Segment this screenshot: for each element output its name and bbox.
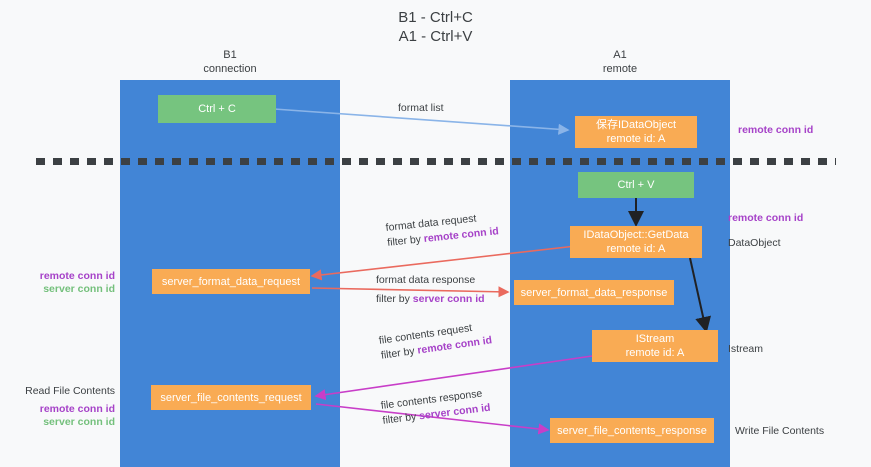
edge-fmt-req-prefix: filter by	[386, 233, 425, 249]
title-line-2: A1 - Ctrl+V	[398, 28, 473, 45]
node-server-format-data-request[interactable]: server_format_data_request	[152, 269, 310, 294]
diagram-title: B1 - Ctrl+C A1 - Ctrl+V	[0, 8, 871, 46]
node-istream-line2: remote id: A	[625, 347, 685, 359]
node-save-idataobject[interactable]: 保存IDataObject remote id: A	[575, 116, 697, 148]
column-b1-name: B1	[223, 49, 237, 61]
node-fmt-res-label: server_format_data_response	[520, 286, 668, 299]
edge-fmt-res-key: server conn id	[412, 293, 485, 305]
column-header-b1: B1 connection	[120, 48, 340, 76]
node-istream[interactable]: IStream remote id: A	[592, 330, 718, 362]
edge-label-file-contents-request: file contents request filter by remote c…	[378, 318, 493, 363]
edge-label-format-list: format list	[398, 102, 444, 114]
node-ctrl-c-label: Ctrl + C	[198, 103, 236, 115]
node-save-idataobject-line2: remote id: A	[606, 133, 666, 145]
node-ctrl-v-label: Ctrl + V	[617, 179, 655, 191]
node-idataobject-getdata[interactable]: IDataObject::GetData remote id: A	[570, 226, 702, 258]
node-server-file-contents-request[interactable]: server_file_contents_request	[151, 385, 311, 410]
column-a1-name: A1	[613, 49, 627, 61]
node-save-idataobject-line1: 保存IDataObject	[595, 119, 677, 131]
node-getdata-line2: remote id: A	[606, 243, 666, 255]
edge-fmt-res-prefix: filter by	[376, 293, 413, 305]
column-b1-sub: connection	[203, 63, 257, 75]
annotation-remote-conn-id-top: remote conn id	[738, 124, 814, 136]
title-line-1: B1 - Ctrl+C	[398, 9, 473, 26]
annotation-left-server-conn-id: server conn id	[43, 283, 115, 295]
column-header-a1: A1 remote	[510, 48, 730, 76]
edge-label-format-data-request: format data request filter by remote con…	[385, 209, 500, 251]
edge-fmt-res-line2: filter by server conn id	[376, 292, 485, 307]
node-file-req-label: server_file_contents_request	[160, 391, 302, 404]
edge-label-file-contents-response: file contents response filter by server …	[380, 386, 491, 429]
annotation-left-remote-conn-id-2: remote conn id	[39, 403, 115, 415]
node-server-file-contents-response[interactable]: server_file_contents_response	[550, 418, 714, 443]
annotation-write-file-contents: Write File Contents	[735, 425, 825, 437]
annotation-dataobject: DataObject	[728, 237, 781, 249]
phase-divider	[36, 158, 836, 165]
node-fmt-req-label: server_format_data_request	[161, 275, 301, 288]
edge-file-req-prefix: filter by	[380, 344, 419, 362]
node-file-res-label: server_file_contents_response	[557, 424, 707, 437]
edge-fmt-res-line1: format data response	[376, 274, 476, 286]
node-istream-line1: IStream	[635, 333, 675, 345]
edge-file-res-prefix: filter by	[381, 410, 420, 427]
annotation-left-server-conn-id-2: server conn id	[43, 416, 115, 428]
node-ctrl-v[interactable]: Ctrl + V	[578, 172, 694, 198]
edge-label-format-data-response: format data response filter by server co…	[376, 273, 485, 307]
node-server-format-data-response[interactable]: server_format_data_response	[514, 280, 674, 305]
annotation-remote-conn-id-mid: remote conn id	[728, 212, 804, 224]
annotation-read-file-contents: Read File Contents	[25, 385, 115, 397]
node-getdata-line1: IDataObject::GetData	[583, 229, 689, 241]
annotation-istream: Istream	[728, 343, 764, 355]
column-a1-sub: remote	[602, 63, 638, 75]
annotation-left-remote-conn-id: remote conn id	[39, 270, 115, 282]
node-ctrl-c[interactable]: Ctrl + C	[158, 95, 276, 123]
